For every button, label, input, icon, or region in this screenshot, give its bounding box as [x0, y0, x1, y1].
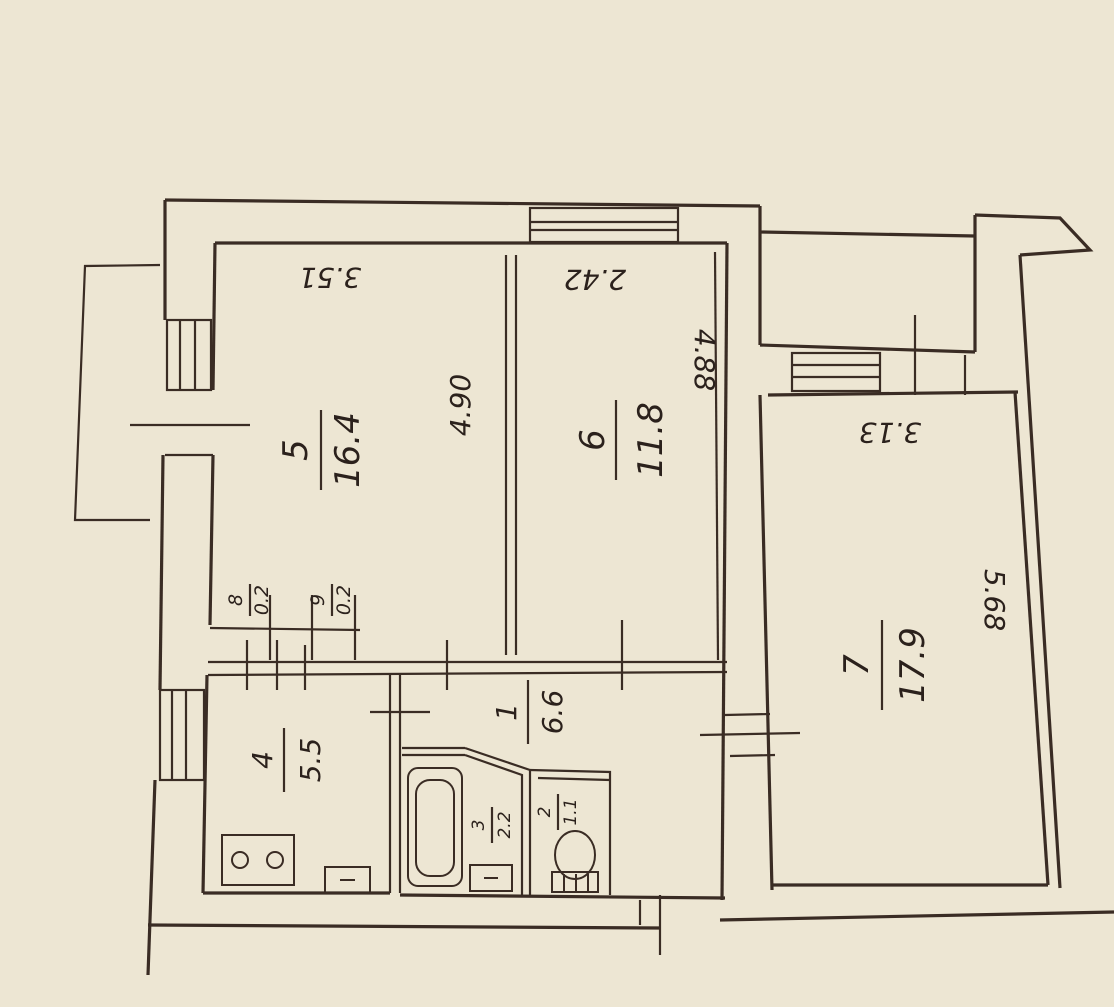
window-right [790, 351, 882, 393]
bathroom-sink-icon [469, 864, 513, 892]
room-7-number: 7 [837, 654, 877, 676]
room-2-area: 1.1 [561, 798, 581, 825]
kitchen-sink-icon [324, 866, 371, 894]
door-marks [130, 315, 967, 955]
room-5-length: 4.90 [444, 374, 477, 436]
balcony [73, 263, 161, 522]
room-2-label: 2 1.1 [535, 794, 581, 830]
room-2-number: 2 [535, 807, 555, 818]
stove-icon [221, 834, 295, 886]
window-left-upper [165, 318, 213, 392]
room-7-width: 3.13 [859, 416, 921, 449]
room-6-width: 2.42 [564, 263, 626, 296]
room-4-label: 4 5.5 [246, 728, 327, 792]
room-4-number: 4 [246, 751, 279, 769]
room-6-length: 4.88 [688, 329, 721, 391]
room-5-number: 5 [276, 439, 316, 461]
room-8-area: 0.2 [251, 585, 273, 615]
room-3-label: 3 2.2 [469, 807, 515, 843]
room-9-number: 9 [307, 594, 329, 606]
room-5-width: 3.51 [299, 261, 361, 294]
room-6-number: 6 [573, 429, 613, 451]
room-6-label: 6 11.8 [573, 400, 671, 480]
room-9-area: 0.2 [333, 585, 355, 615]
window-top [528, 206, 680, 244]
room-3-number: 3 [469, 820, 489, 831]
room-3-area: 2.2 [495, 811, 515, 838]
room-1-area: 6.6 [536, 690, 569, 735]
room-8-number: 8 [225, 594, 247, 606]
room-5-area: 16.4 [328, 412, 368, 488]
room-8-label: 8 0.2 [225, 584, 273, 616]
room-7-area: 17.9 [893, 627, 933, 703]
toilet-icon [551, 830, 599, 893]
room-9-label: 9 0.2 [307, 584, 355, 616]
room-6-area: 11.8 [631, 402, 671, 478]
outer-walls [146, 198, 1114, 976]
room-7-label: 7 17.9 [837, 620, 933, 710]
room-4-area: 5.5 [294, 738, 327, 783]
interior-partitions [207, 251, 728, 895]
bathtub-icon [407, 767, 463, 887]
room-1-label: 1 6.6 [490, 680, 569, 744]
room-1-number: 1 [490, 703, 523, 721]
room-5-label: 5 16.4 [276, 410, 368, 490]
room-7-length: 5.68 [978, 569, 1011, 631]
window-left-lower [158, 688, 206, 782]
